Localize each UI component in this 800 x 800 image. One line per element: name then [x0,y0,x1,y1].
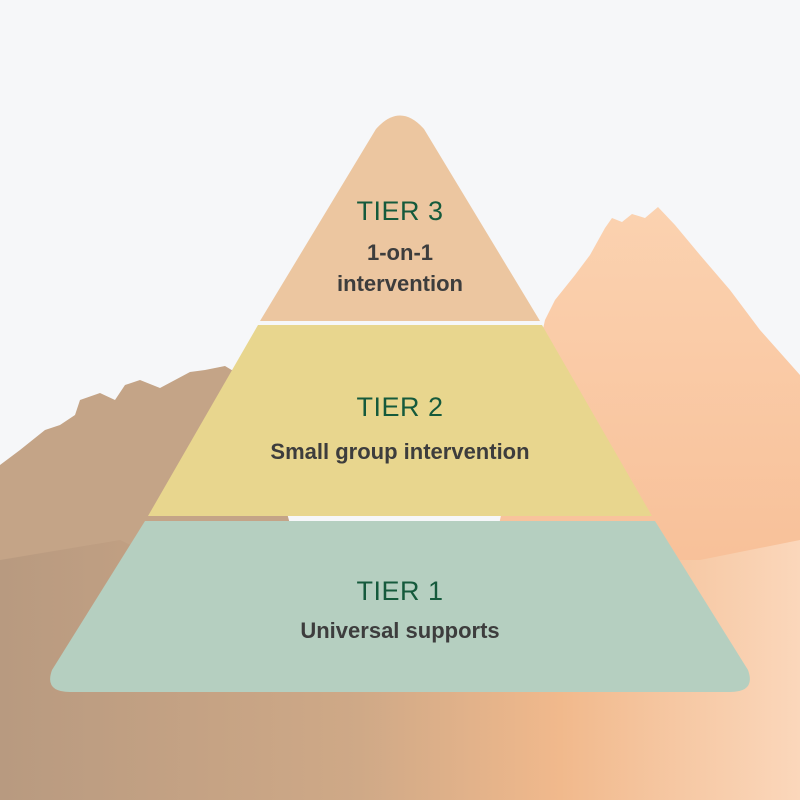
tier-3-title: TIER 3 [356,196,444,226]
tier-3-description-line-2: intervention [337,271,463,296]
tier-1-title: TIER 1 [356,576,444,606]
tier-2-description: Small group intervention [270,439,530,464]
tier-3-shape [260,115,540,321]
tier-2-shape [148,325,652,516]
tier-2-title: TIER 2 [356,392,444,422]
tier-1-description: Universal supports [300,618,500,643]
tier-1-shape [50,521,750,692]
tier-3-description-line-1: 1-on-1 [367,240,433,265]
